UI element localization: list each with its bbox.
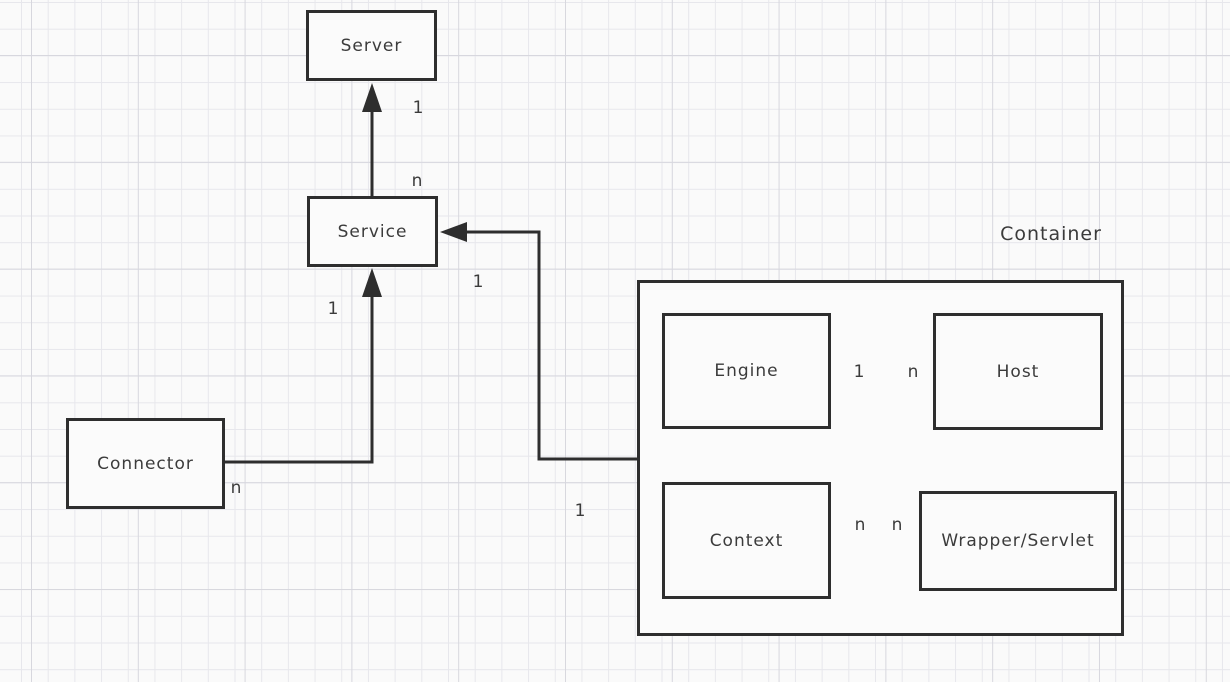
multiplicity-engine-right: 1 (853, 362, 865, 382)
multiplicity-container-end: 1 (574, 501, 586, 521)
node-connector[interactable]: Connector (66, 418, 225, 509)
container-title-label: Container (1000, 223, 1102, 245)
multiplicity-context-right: n (854, 515, 866, 535)
multiplicity-service-right: 1 (472, 272, 484, 292)
edge-connector-to-service[interactable] (224, 268, 382, 464)
node-host[interactable]: Host (933, 313, 1103, 430)
node-service[interactable]: Service (307, 196, 438, 267)
edge-container-to-service[interactable] (440, 222, 637, 461)
edge-service-to-server[interactable] (362, 83, 382, 196)
multiplicity-service-top: n (411, 171, 423, 191)
node-engine[interactable]: Engine (662, 313, 831, 429)
node-server[interactable]: Server (306, 10, 437, 81)
multiplicity-wrapper-left: n (891, 515, 903, 535)
multiplicity-service-bottom: 1 (327, 299, 339, 319)
multiplicity-server-end: 1 (412, 98, 424, 118)
node-wrapper-servlet[interactable]: Wrapper/Servlet (919, 491, 1117, 591)
node-context[interactable]: Context (662, 482, 831, 599)
multiplicity-host-left: n (907, 362, 919, 382)
multiplicity-connector-end: n (230, 478, 242, 498)
